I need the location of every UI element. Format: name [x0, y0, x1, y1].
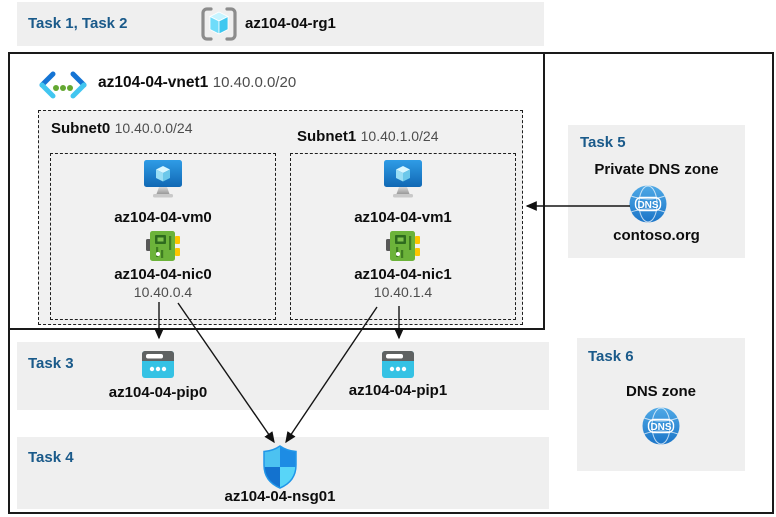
- virtual-machine-icon: [383, 159, 423, 203]
- pip0-name: az104-04-pip0: [108, 384, 208, 401]
- vnet-box: az104-04-vnet1 10.40.0.0/20 Subnet0 10.4…: [8, 52, 545, 330]
- task-1-2-label: Task 1, Task 2: [28, 15, 128, 32]
- resource-group-icon: [200, 7, 238, 41]
- vm1-name: az104-04-vm1: [354, 209, 452, 226]
- vnet-title: az104-04-vnet1 10.40.0.0/20: [98, 74, 296, 92]
- dns-icon: DNS: [642, 407, 680, 445]
- pip1-name: az104-04-pip1: [348, 382, 448, 399]
- private-dns-zone-name: contoso.org: [613, 227, 700, 244]
- subnet0-cidr: 10.40.0.0/24: [114, 120, 193, 136]
- private-dns-zone-title: Private DNS zone: [594, 161, 719, 178]
- nic1-ip: 10.40.1.4: [373, 284, 433, 300]
- network-interface-icon: [386, 230, 420, 262]
- task4-band: Task 4 az104-04-nsg01: [17, 437, 549, 509]
- subnet1-name: Subnet1: [297, 128, 357, 145]
- subnet1-box: az104-04-vm1 az104-04-: [290, 153, 516, 320]
- task4-label: Task 4: [28, 449, 74, 466]
- nic0-name: az104-04-nic0: [114, 266, 212, 283]
- network-security-group-icon: [262, 445, 298, 489]
- task3-label: Task 3: [28, 355, 74, 372]
- nsg-name: az104-04-nsg01: [224, 488, 336, 505]
- task6-box: Task 6 DNS zone DNS: [577, 338, 745, 471]
- vnet-cidr: 10.40.0.0/20: [212, 74, 297, 91]
- vm0-name: az104-04-vm0: [114, 209, 212, 226]
- task6-label: Task 6: [588, 348, 634, 365]
- subnet0-name: Subnet0: [51, 120, 111, 137]
- dns-zone-title: DNS zone: [625, 383, 696, 400]
- nic1-name: az104-04-nic1: [354, 266, 452, 283]
- network-interface-icon: [146, 230, 180, 262]
- subnets-container: Subnet0 10.40.0.0/24: [38, 110, 523, 325]
- vnet-name: az104-04-vnet1: [98, 74, 209, 91]
- subnet1-cidr: 10.40.1.0/24: [360, 128, 439, 144]
- public-ip-icon: [140, 346, 176, 382]
- dns-icon-text: DNS: [650, 422, 671, 433]
- subnet0-box: az104-04-vm0 az104-04-: [50, 153, 276, 320]
- nic0-ip: 10.40.0.4: [133, 284, 193, 300]
- task5-box: Task 5 Private DNS zone DNS contoso.org: [568, 125, 745, 258]
- dns-icon-text: DNS: [637, 200, 658, 211]
- virtual-machine-icon: [143, 159, 183, 203]
- public-ip-icon: [380, 346, 416, 382]
- resource-group-name: az104-04-rg1: [245, 15, 336, 32]
- task3-band: Task 3 az104-04-pip0 az104-04-pip1: [17, 342, 549, 410]
- subnet0-title: Subnet0 10.40.0.0/24: [51, 120, 193, 138]
- resource-group-band: Task 1, Task 2 az104-04-rg1: [17, 2, 544, 46]
- task5-label: Task 5: [580, 134, 626, 151]
- dns-icon: DNS: [629, 185, 667, 223]
- virtual-network-icon: [38, 71, 88, 99]
- subnet1-title: Subnet1 10.40.1.0/24: [297, 128, 439, 146]
